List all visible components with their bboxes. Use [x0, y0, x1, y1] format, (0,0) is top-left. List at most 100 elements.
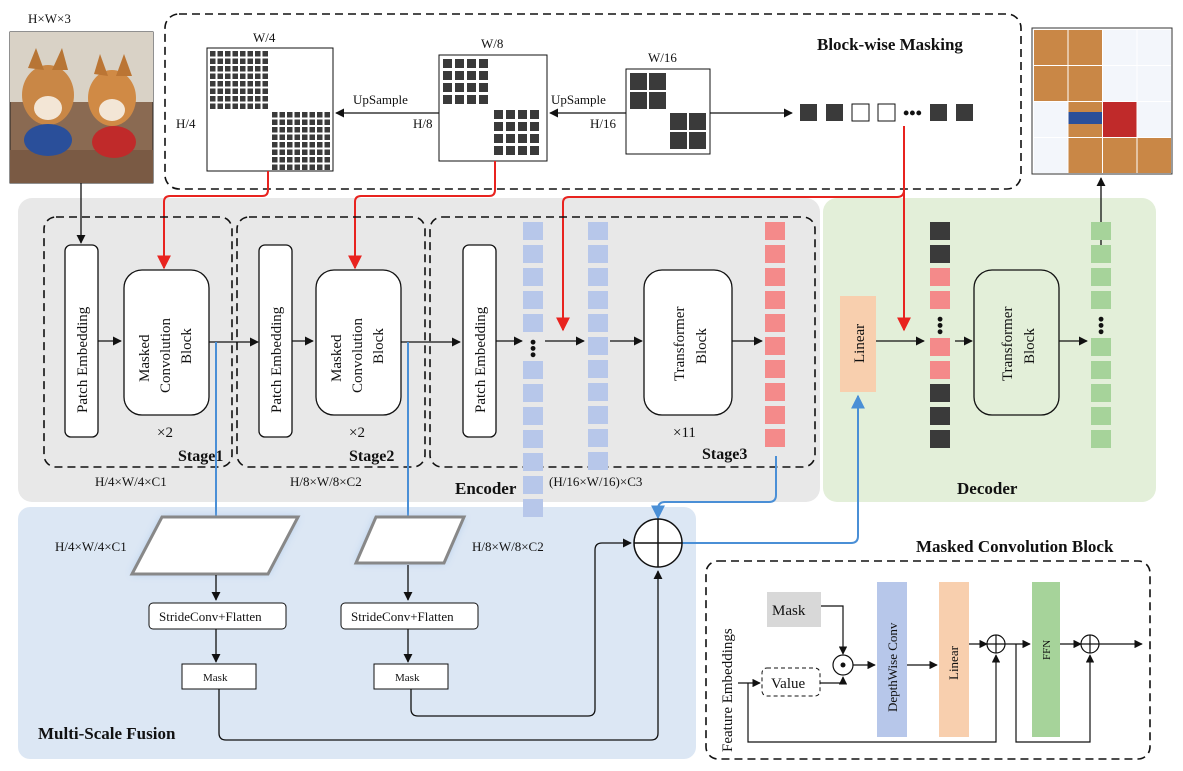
token	[765, 337, 785, 355]
mask-cell	[324, 119, 330, 125]
token	[523, 453, 543, 471]
output-patch	[1034, 138, 1068, 173]
mask-cell	[210, 58, 216, 64]
token	[523, 222, 543, 240]
mask-cell	[455, 71, 464, 80]
token	[523, 384, 543, 402]
mask-grid-w16	[625, 68, 711, 155]
mask-cell	[217, 88, 223, 94]
mask-cell	[479, 71, 488, 80]
mask-cell	[294, 164, 300, 170]
ellipsis: •••	[930, 316, 950, 335]
decoder-linear-label: Linear	[852, 324, 868, 363]
output-patch	[1068, 138, 1102, 173]
token	[523, 291, 543, 309]
mask-cell	[240, 88, 246, 94]
output-patch	[1137, 138, 1171, 173]
mask-cell	[262, 96, 268, 102]
block-masking-box	[164, 13, 1022, 190]
mask-cell	[467, 71, 476, 80]
mask-cell	[240, 81, 246, 87]
mask-cell	[232, 51, 238, 57]
patch-embedding-3-label: Patch Embedding	[473, 306, 489, 413]
mcb-mask-box	[767, 592, 821, 627]
fusion-mask-1-label: Mask	[203, 672, 228, 684]
patch-embedding-2-label: Patch Embedding	[269, 306, 285, 413]
strideconv-1-label: StrideConv+Flatten	[159, 609, 262, 624]
mask-cell	[302, 134, 308, 140]
stage1-label: Stage1	[178, 448, 223, 465]
mcb2-line1: Masked	[329, 334, 345, 382]
stage3-repeat: ×11	[673, 425, 696, 441]
stage2-dim: H/8×W/8×C2	[290, 474, 362, 489]
mask-cell	[309, 149, 315, 155]
encoder-panel	[18, 198, 820, 502]
token	[765, 291, 785, 309]
mask-cell	[272, 157, 278, 163]
mcb-residual-1	[747, 654, 1001, 743]
mask-cell	[443, 59, 452, 68]
token	[588, 429, 608, 447]
mask-cell	[217, 73, 223, 79]
output-patch	[1103, 30, 1137, 65]
mask-cell	[506, 122, 515, 131]
mask-cell	[294, 119, 300, 125]
token	[1091, 222, 1111, 240]
upsample-label-2: UpSample	[551, 92, 606, 107]
mask-cell	[272, 164, 278, 170]
stage1-box	[43, 216, 233, 468]
output-patch	[1103, 66, 1137, 101]
mask-cell	[247, 58, 253, 64]
mask-cell	[302, 142, 308, 148]
token	[930, 361, 950, 379]
token	[523, 314, 543, 332]
mask-cell	[279, 149, 285, 155]
mask-cell	[287, 149, 293, 155]
mask-cell	[217, 96, 223, 102]
mask-cell	[279, 127, 285, 133]
decoder-linear	[840, 296, 876, 392]
mcb1-line3: Block	[179, 328, 195, 364]
mask-cell	[272, 142, 278, 148]
output-patch	[1034, 66, 1068, 101]
mask-cell	[240, 51, 246, 57]
strideconv-2-label: StrideConv+Flatten	[351, 609, 454, 624]
mask-cell	[467, 83, 476, 92]
fusion-feature-map-2	[353, 515, 467, 565]
mcb-multiply-node	[832, 654, 854, 676]
output-patch	[1137, 30, 1171, 65]
mcb-linear	[939, 582, 969, 737]
mcb2-line2: Convolution	[350, 317, 366, 393]
input-dogs-image	[9, 31, 154, 184]
mask-cell	[479, 59, 488, 68]
mask-cell	[309, 127, 315, 133]
token	[1091, 361, 1111, 379]
stage3-dim: (H/16×W/16)×C3	[549, 474, 642, 489]
mask-cell	[262, 51, 268, 57]
mask-cell	[287, 164, 293, 170]
fusion-mask-2-label: Mask	[395, 672, 420, 684]
mask-cell	[255, 103, 261, 109]
output-patch	[1137, 66, 1171, 101]
token	[523, 476, 543, 494]
mask-cell	[272, 112, 278, 118]
mask-cell	[240, 73, 246, 79]
mask-cell	[225, 58, 231, 64]
mask-cell	[302, 157, 308, 163]
mask-cell	[494, 134, 503, 143]
mask-cell	[262, 66, 268, 72]
mask-cell	[247, 81, 253, 87]
encoder-title: Encoder	[455, 479, 517, 498]
token	[1091, 268, 1111, 286]
mask-cell	[455, 95, 464, 104]
mask-cell	[294, 142, 300, 148]
mask-cell	[518, 110, 527, 119]
fusion-title: Multi-Scale Fusion	[38, 724, 176, 743]
mask-cell	[324, 157, 330, 163]
mask-cell	[518, 122, 527, 131]
input-size-label: H×W×3	[28, 11, 71, 26]
stage2-label: Stage2	[349, 448, 394, 465]
mask-cell	[279, 112, 285, 118]
mask-cell	[443, 95, 452, 104]
output-patch	[1068, 112, 1102, 124]
